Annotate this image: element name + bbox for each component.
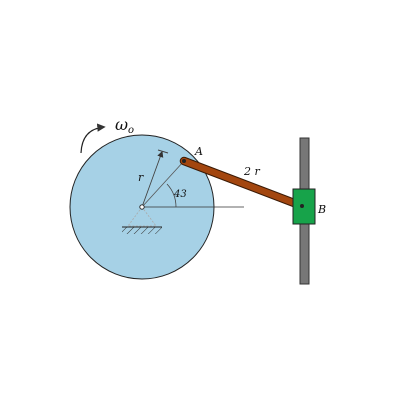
angle-arc bbox=[166, 183, 177, 208]
rod-length-label: 2 r bbox=[243, 165, 260, 178]
point-a-label: A bbox=[194, 145, 203, 158]
point-b-label: B bbox=[317, 203, 326, 216]
slider-block bbox=[292, 188, 316, 225]
radius-label: r bbox=[138, 171, 144, 184]
pin-a bbox=[182, 159, 186, 163]
radius-arrow-tick bbox=[157, 149, 169, 154]
radius-line-oa bbox=[141, 160, 185, 208]
ground-hatch bbox=[122, 227, 162, 234]
center-pin bbox=[139, 204, 145, 210]
radius-arrow bbox=[141, 150, 164, 208]
connecting-rod bbox=[180, 157, 306, 210]
support-triangle bbox=[127, 206, 157, 227]
angle-label: 43 bbox=[173, 189, 187, 200]
pin-b bbox=[300, 204, 304, 208]
omega-label: ωo bbox=[115, 115, 134, 136]
rotation-arrow bbox=[80, 123, 106, 154]
